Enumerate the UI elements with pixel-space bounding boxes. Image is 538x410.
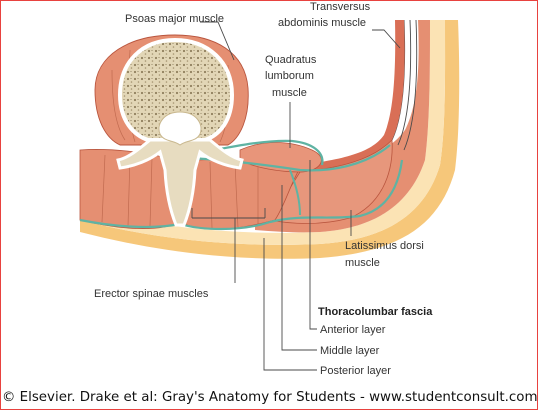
posterior-layer-label: Posterior layer (320, 365, 391, 377)
posterior-layer-fascia (79, 159, 404, 231)
erector-fiber-lines (101, 154, 259, 229)
thoracolumbar-fascia-label: Thoracolumbar fascia (318, 306, 433, 318)
subcutaneous-fat-outer (80, 20, 460, 259)
quadratus-label-2: lumborum (265, 70, 314, 82)
lumbar-vertebra (116, 37, 244, 227)
anterior-layer-label: Anterior layer (320, 324, 386, 336)
middle-layer-label: Middle layer (320, 345, 380, 357)
latissimus-label-2: muscle (345, 257, 380, 269)
leader-lines (191, 21, 401, 371)
quadratus-label-3: muscle (272, 87, 307, 99)
transversus-label-2: abdominis muscle (278, 17, 366, 29)
vertebral-foramen (158, 111, 202, 146)
fascia-junction (289, 169, 301, 216)
latissimus-label-1: Latissimus dorsi (345, 240, 424, 252)
quadratus-label-1: Quadratus (265, 54, 317, 66)
erector-spinae-label: Erector spinae muscles (94, 288, 209, 300)
anterior-layer-fascia (214, 139, 324, 166)
psoas-label: Psoas major muscle (125, 13, 224, 25)
vertebral-arch (116, 138, 244, 227)
transversus-label-1: Transversus (310, 1, 371, 13)
copyright-credit: © Elsevier. Drake et al: Gray's Anatomy … (2, 390, 538, 405)
